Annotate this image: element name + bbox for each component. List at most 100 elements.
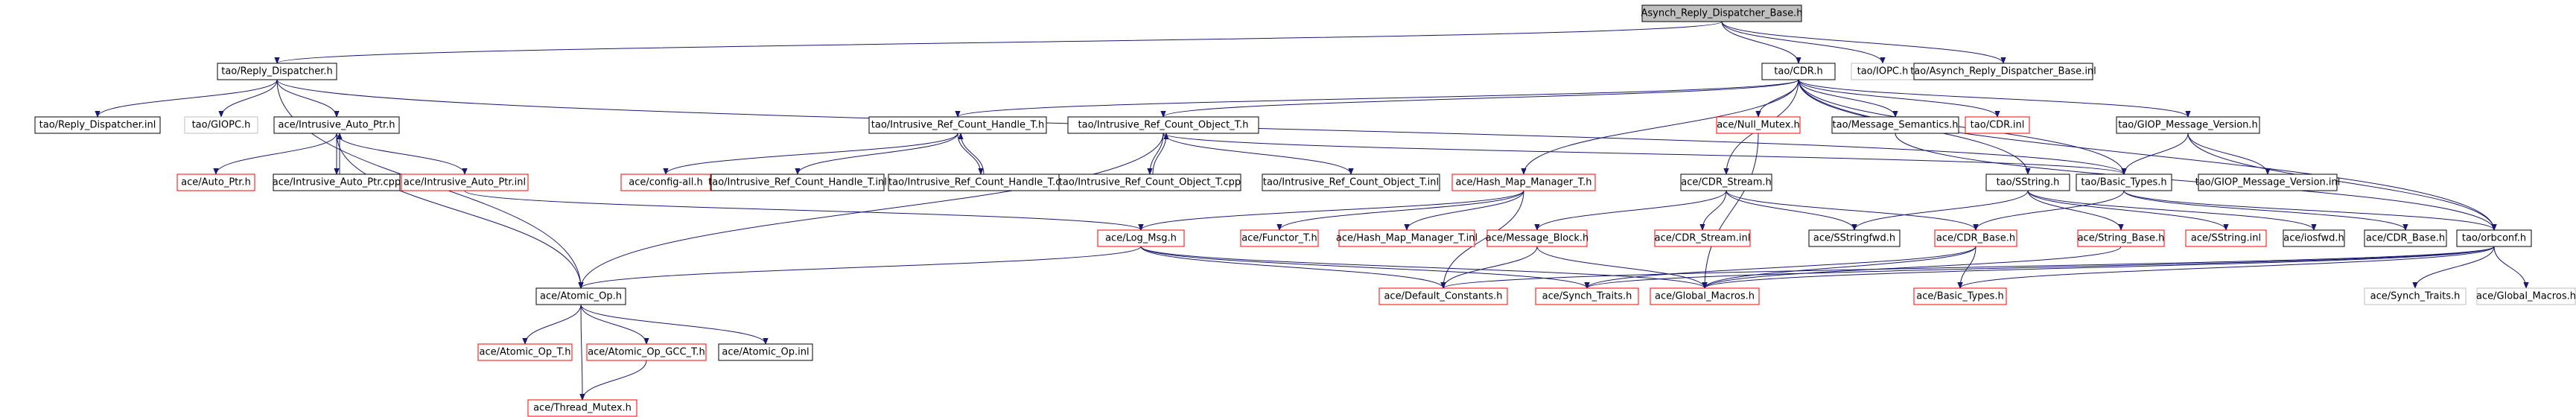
node-box	[34, 116, 161, 134]
node-label: ace/Functor_T.h	[1241, 233, 1317, 244]
file-node-tao-reply-dispatcher-h[interactable]: tao/Reply_Dispatcher.h	[217, 63, 337, 80]
dependency-edge-n9-n39	[581, 133, 1164, 288]
file-node-ace-atomic-op-inl[interactable]: ace/Atomic_Op.inl	[718, 343, 813, 361]
file-node-tao-intrusive-ref-count-handle-t-cpp[interactable]: tao/Intrusive_Ref_Count_Handle_T.cpp	[888, 174, 1074, 191]
file-node-tao-orbconf-h[interactable]: tao/orbconf.h	[2456, 229, 2532, 247]
dependency-edge-n8-n17	[666, 133, 958, 175]
file-node-ace-thread-mutex-h[interactable]: ace/Thread_Mutex.h	[527, 399, 637, 417]
file-node-tao-sstring-h[interactable]: tao/SString.h	[1985, 174, 2070, 191]
file-node-tao-giop-message-version-inl[interactable]: tao/GIOP_Message_Version.inl	[2195, 174, 2341, 191]
node-label: ace/Thread_Mutex.h	[533, 403, 632, 414]
file-node-ace-default-constants-h[interactable]: ace/Default_Constants.h	[1378, 287, 1508, 305]
file-node-tao-iopc-h: tao/IOPC.h	[1851, 63, 1915, 80]
file-node-ace-string-base-h[interactable]: ace/String_Base.h	[2077, 229, 2165, 247]
node-label: ace/Synch_Traits.h	[1542, 291, 1632, 302]
file-node-tao-intrusive-ref-count-handle-t-h[interactable]: tao/Intrusive_Ref_Count_Handle_T.h	[868, 116, 1047, 134]
file-node-ace-basic-types-h[interactable]: ace/Basic_Types.h	[1913, 287, 2007, 305]
dependency-edge-n0-n4	[1721, 21, 2003, 64]
dependency-edge-n9-n25	[1163, 133, 2124, 175]
dependency-edge-n38-n44	[2415, 246, 2495, 289]
dependency-edge-n2-n8	[958, 79, 1799, 118]
file-node-ace-atomic-op-t-h[interactable]: ace/Atomic_Op_T.h	[477, 343, 573, 361]
file-node-ace-auto-ptr-h[interactable]: ace/Auto_Ptr.h	[176, 174, 255, 191]
dependency-edge-n22-n28	[1279, 190, 1524, 231]
file-node-ace-intrusive-auto-ptr-h[interactable]: ace/Intrusive_Auto_Ptr.h	[273, 116, 400, 134]
file-node-ace-atomic-op-gcc-t-h[interactable]: ace/Atomic_Op_GCC_T.h	[586, 343, 707, 361]
dependency-edge-n39-n46	[525, 304, 582, 345]
file-node-tao-giopc-h: tao/GIOPC.h	[184, 116, 258, 134]
node-box	[2076, 174, 2172, 191]
dependency-edge-n38-n41	[1587, 246, 2495, 289]
file-node-tao-intrusive-ref-count-object-t-h[interactable]: tao/Intrusive_Ref_Count_Object_T.h	[1067, 116, 1259, 134]
file-node-tao-asynch-reply-dispatcher-base-inl[interactable]: tao/Asynch_Reply_Dispatcher_Base.inl	[1910, 63, 2096, 80]
file-node-ace-atomic-op-h[interactable]: ace/Atomic_Op.h	[535, 287, 626, 305]
node-box	[1535, 287, 1639, 305]
node-label: tao/Reply_Dispatcher.inl	[39, 120, 156, 131]
file-node-ace-iosfwd-h[interactable]: ace/iosfwd.h	[2283, 229, 2345, 247]
node-box	[1650, 287, 1760, 305]
file-node-tao-giop-message-version-h[interactable]: tao/GIOP_Message_Version.h	[2116, 116, 2260, 134]
node-label: ace/iosfwd.h	[2283, 233, 2344, 244]
file-node-ace-functor-t-h[interactable]: ace/Functor_T.h	[1240, 229, 1319, 247]
node-label: ace/Intrusive_Auto_Ptr.h	[279, 120, 395, 131]
node-box	[2283, 229, 2345, 247]
file-node-ace-sstring-inl[interactable]: ace/SString.inl	[2185, 229, 2267, 247]
dependency-edge-n2-n9	[1163, 79, 1799, 118]
dependency-edge-n27-n42	[1140, 246, 1705, 289]
node-label: ace/Synch_Traits.h	[2370, 291, 2461, 302]
file-node-ace-log-msg-h[interactable]: ace/Log_Msg.h	[1097, 229, 1185, 247]
dependency-edge-n39-n48	[580, 304, 766, 345]
file-node-ace-message-block-h[interactable]: ace/Message_Block.h	[1486, 229, 1589, 247]
file-node-ace-sstringfwd-h[interactable]: ace/SStringfwd.h	[1808, 229, 1901, 247]
file-node-tao-intrusive-ref-count-object-t-cpp[interactable]: tao/Intrusive_Ref_Count_Object_T.cpp	[1058, 174, 1241, 191]
file-node-ace-cdr-base-h[interactable]: ace/CDR_Base.h	[2364, 229, 2447, 247]
dependency-edge-n16-n27	[464, 190, 1141, 231]
file-node-ace-intrusive-auto-ptr-inl[interactable]: ace/Intrusive_Auto_Ptr.inl	[401, 174, 529, 191]
node-box	[1808, 229, 1901, 247]
node-box	[2364, 287, 2467, 305]
file-node-ace-null-mutex-h[interactable]: ace/Null_Mutex.h	[1716, 116, 1801, 134]
node-label: tao/GIOP_Message_Version.h	[2118, 120, 2258, 131]
file-node-ace-intrusive-auto-ptr-cpp[interactable]: ace/Intrusive_Auto_Ptr.cpp	[273, 174, 401, 191]
node-box	[2476, 287, 2576, 305]
dependency-edge-n20-n9	[1152, 133, 1166, 175]
dependency-edge-n9-n20	[1150, 133, 1164, 174]
file-node-ace-cdr-base-h[interactable]: ace/CDR_Base.h	[1934, 229, 2017, 247]
node-label: ace/CDR_Stream.inl	[1655, 233, 1751, 244]
node-label: ace/Atomic_Op_T.h	[480, 347, 571, 358]
node-box	[620, 174, 711, 191]
node-box	[1451, 174, 1596, 191]
file-node-ace-hash-map-manager-t-inl[interactable]: ace/Hash_Map_Manager_T.inl	[1336, 229, 1478, 247]
dependency-edge-n13-n26	[2187, 133, 2268, 175]
file-node-tao-message-semantics-h[interactable]: tao/Message_Semantics.h	[1831, 116, 1959, 134]
node-label: tao/SString.h	[1997, 177, 2060, 188]
dependency-edge-n38-n45	[2493, 246, 2526, 288]
file-node-ace-cdr-stream-h[interactable]: ace/CDR_Stream.h	[1680, 174, 1772, 191]
file-node-ace-global-macros-h[interactable]: ace/Global_Macros.h	[1650, 287, 1760, 305]
node-label: ace/Hash_Map_Manager_T.h	[1456, 177, 1592, 188]
file-node-tao-basic-types-h[interactable]: tao/Basic_Types.h	[2076, 174, 2172, 191]
node-label: tao/Intrusive_Ref_Count_Object_T.cpp	[1059, 177, 1241, 188]
dependency-edge-n23-n33	[1726, 190, 1976, 231]
node-label: ace/CDR_Base.h	[2366, 233, 2445, 244]
file-node-tao-intrusive-ref-count-object-t-inl[interactable]: tao/Intrusive_Ref_Count_Object_T.inl	[1262, 174, 1440, 191]
file-node-ace-synch-traits-h[interactable]: ace/Synch_Traits.h	[1535, 287, 1639, 305]
dependency-edge-n0-n1	[277, 21, 1723, 64]
file-node-ace-config-all-h[interactable]: ace/config-all.h	[620, 174, 711, 191]
node-label: ace/Default_Constants.h	[1384, 291, 1502, 302]
file-node-tao-cdr-inl[interactable]: tao/CDR.inl	[1965, 116, 2030, 134]
node-label: tao/orbconf.h	[2462, 233, 2526, 244]
node-box	[1831, 116, 1959, 134]
node-box	[1338, 229, 1475, 247]
node-box	[2116, 116, 2260, 134]
file-node-tao-intrusive-ref-count-handle-t-inl[interactable]: tao/Intrusive_Ref_Count_Handle_T.inl	[708, 174, 887, 191]
file-node-tao-reply-dispatcher-inl[interactable]: tao/Reply_Dispatcher.inl	[34, 116, 161, 134]
file-node-ace-cdr-stream-inl[interactable]: ace/CDR_Stream.inl	[1654, 229, 1751, 247]
dependency-edge-n27-n41	[1140, 246, 1587, 289]
file-node-ace-hash-map-manager-t-h[interactable]: ace/Hash_Map_Manager_T.h	[1451, 174, 1596, 191]
file-node-tao-cdr-h[interactable]: tao/CDR.h	[1761, 63, 1836, 80]
dependency-edge-n2-n25	[1798, 79, 2124, 174]
node-label: tao/Intrusive_Ref_Count_Object_T.inl	[1263, 177, 1439, 188]
node-box	[718, 343, 813, 361]
dependency-edge-n24-n32	[1854, 190, 2029, 231]
